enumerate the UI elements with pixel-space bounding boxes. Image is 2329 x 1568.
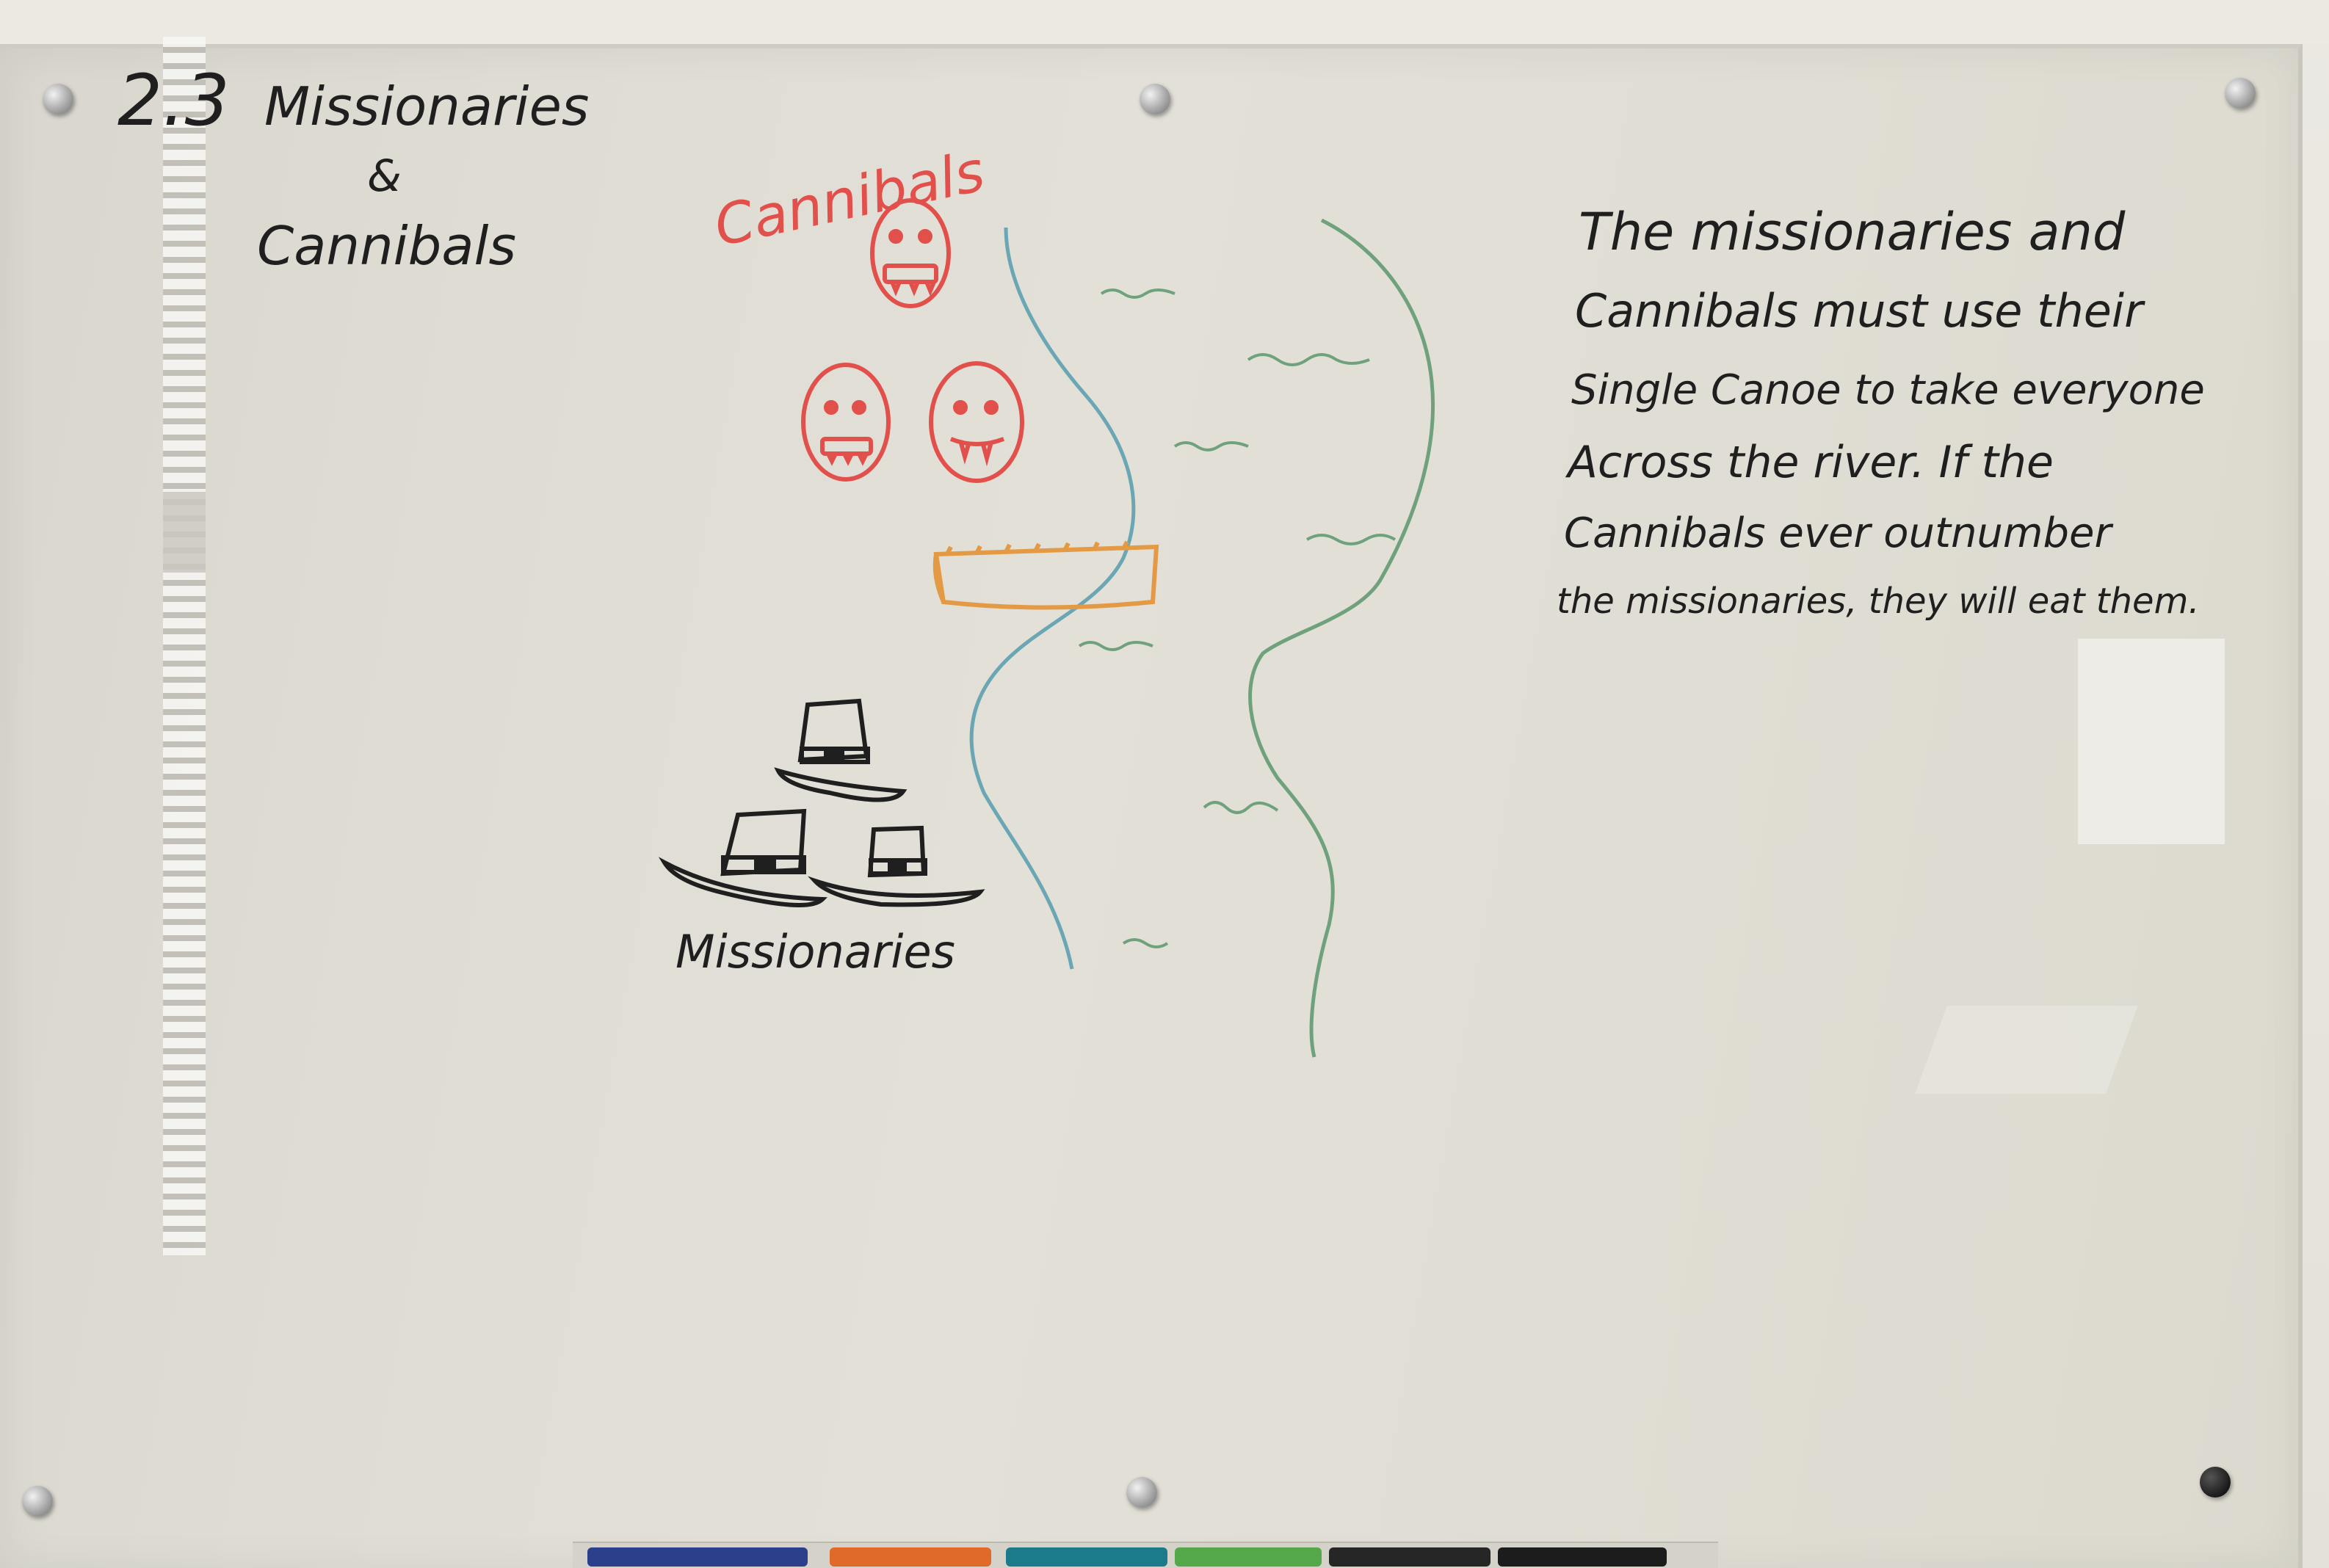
window-frame-reflection xyxy=(163,492,206,573)
cannibal-face-icon xyxy=(870,198,951,308)
marker[interactable] xyxy=(1175,1547,1322,1567)
marker[interactable] xyxy=(830,1547,991,1567)
description-line: Across the river. If the xyxy=(1565,437,2054,488)
light-reflection xyxy=(2078,639,2225,844)
description-line: The missionaries and xyxy=(1579,202,2126,262)
cannibal-face-icon xyxy=(801,363,891,482)
title-ampersand: & xyxy=(367,150,402,202)
description-line: Cannibals ever outnumber xyxy=(1564,509,2113,557)
missionaries-label: Missionaries xyxy=(675,925,955,979)
board-standoff-bottom-right xyxy=(2200,1467,2231,1498)
marker[interactable] xyxy=(1006,1547,1167,1567)
board-standoff-bottom-middle xyxy=(1126,1477,1157,1508)
title-line2: Cannibals xyxy=(257,215,516,277)
pilgrim-hat-icon xyxy=(808,825,985,907)
title-number: 2.3 xyxy=(117,59,230,142)
board-standoff-top-middle xyxy=(1140,84,1170,115)
board-standoff-top-right xyxy=(2225,78,2256,109)
marker[interactable] xyxy=(1498,1547,1667,1567)
description-paragraph: The missionaries and Cannibals must use … xyxy=(1557,202,2205,622)
river-icon xyxy=(969,227,1136,970)
description-line: Single Canoe to take everyone xyxy=(1571,366,2205,414)
description-line: Cannibals must use their xyxy=(1575,284,2145,338)
pilgrim-hat-icon xyxy=(658,808,827,907)
description-line: the missionaries, they will eat them. xyxy=(1557,581,2200,622)
marker[interactable] xyxy=(587,1547,808,1567)
pilgrim-hat-icon xyxy=(774,698,908,802)
cannibal-face-icon xyxy=(929,361,1024,483)
wall xyxy=(0,0,2329,44)
window-blinds-reflection xyxy=(163,37,206,1255)
canoe-icon xyxy=(932,540,1159,610)
marker[interactable] xyxy=(1329,1547,1491,1567)
board-standoff-top-left xyxy=(43,84,73,115)
title-line1: Missionaries xyxy=(264,76,589,137)
river-icon xyxy=(1248,218,1435,1058)
glass-whiteboard xyxy=(0,44,2303,1568)
board-standoff-bottom-left xyxy=(22,1486,53,1517)
water-wave-icon xyxy=(1078,288,1397,948)
